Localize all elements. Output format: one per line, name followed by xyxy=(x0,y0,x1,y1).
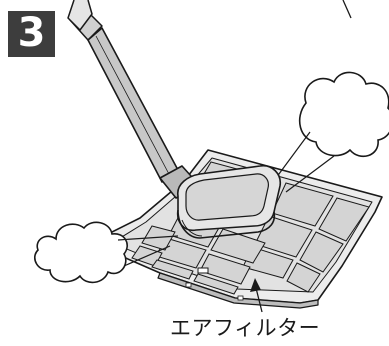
step-number-badge: 3 xyxy=(8,11,55,57)
edge-line xyxy=(343,0,351,18)
step-number: 3 xyxy=(18,13,46,53)
air-filter-label: エアフィルター xyxy=(170,312,320,342)
